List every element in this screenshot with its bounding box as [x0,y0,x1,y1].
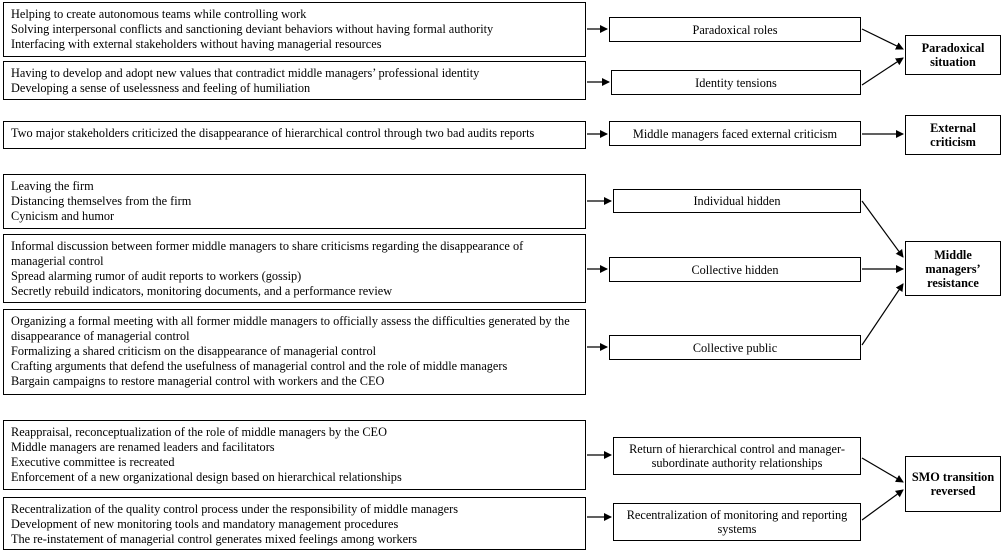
evidence-line: Recentralization of the quality control … [11,502,458,516]
theme-external-criticism: Middle managers faced external criticism [609,121,861,146]
evidence-box-identity-tensions: Having to develop and adopt new values t… [3,61,586,100]
evidence-line: Helping to create autonomous teams while… [11,7,307,21]
evidence-box-return-hierarchical-control: Reappraisal, reconceptualization of the … [3,420,586,490]
evidence-box-collective-hidden: Informal discussion between former middl… [3,234,586,303]
evidence-line: Two major stakeholders criticized the di… [11,126,535,140]
theme-collective-public: Collective public [609,335,861,360]
dimension-external-criticism: External criticism [905,115,1001,155]
evidence-line: Solving interpersonal conflicts and sanc… [11,22,494,36]
evidence-line: Secretly rebuild indicators, monitoring … [11,284,393,298]
evidence-box-recentralization: Recentralization of the quality control … [3,497,586,550]
theme-recentralization-monitoring: Recentralization of monitoring and repor… [613,503,861,541]
evidence-line: Development of new monitoring tools and … [11,517,399,531]
evidence-line: Informal discussion between former middl… [11,239,524,268]
evidence-line: Enforcement of a new organizational desi… [11,470,402,484]
evidence-line: Spread alarming rumor of audit reports t… [11,269,302,283]
evidence-line: Distancing themselves from the firm [11,194,192,208]
arrow [861,283,904,346]
evidence-box-collective-public: Organizing a formal meeting with all for… [3,309,586,395]
evidence-line: Cynicism and humor [11,209,115,223]
evidence-line: Having to develop and adopt new values t… [11,66,480,80]
evidence-box-paradoxical-roles: Helping to create autonomous teams while… [3,2,586,57]
theme-paradoxical-roles: Paradoxical roles [609,17,861,42]
evidence-line: Interfacing with external stakeholders w… [11,37,382,51]
evidence-box-individual-hidden: Leaving the firm Distancing themselves f… [3,174,586,229]
dimension-paradoxical-situation: Paradoxical situation [905,35,1001,75]
dimension-middle-managers-resistance: Middle managers’ resistance [905,241,1001,296]
evidence-line: Organizing a formal meeting with all for… [11,314,570,343]
evidence-line: The re-instatement of managerial control… [11,532,417,546]
theme-return-hierarchical-control: Return of hierarchical control and manag… [613,437,861,475]
dimension-smo-transition-reversed: SMO transition reversed [905,456,1001,512]
arrow [861,489,904,521]
evidence-line: Leaving the firm [11,179,94,193]
theme-individual-hidden: Individual hidden [613,189,861,213]
evidence-line: Crafting arguments that defend the usefu… [11,359,508,373]
evidence-line: Bargain campaigns to restore managerial … [11,374,385,388]
evidence-line: Developing a sense of uselessness and fe… [11,81,311,95]
theme-identity-tensions: Identity tensions [611,70,861,95]
evidence-line: Executive committee is recreated [11,455,175,469]
evidence-line: Formalizing a shared criticism on the di… [11,344,377,358]
arrow [861,28,904,50]
theme-collective-hidden: Collective hidden [609,257,861,282]
arrow [861,200,904,258]
arrow [861,57,904,86]
arrow [861,457,904,483]
evidence-line: Middle managers are renamed leaders and … [11,440,275,454]
evidence-box-external-criticism: Two major stakeholders criticized the di… [3,121,586,149]
evidence-line: Reappraisal, reconceptualization of the … [11,425,387,439]
